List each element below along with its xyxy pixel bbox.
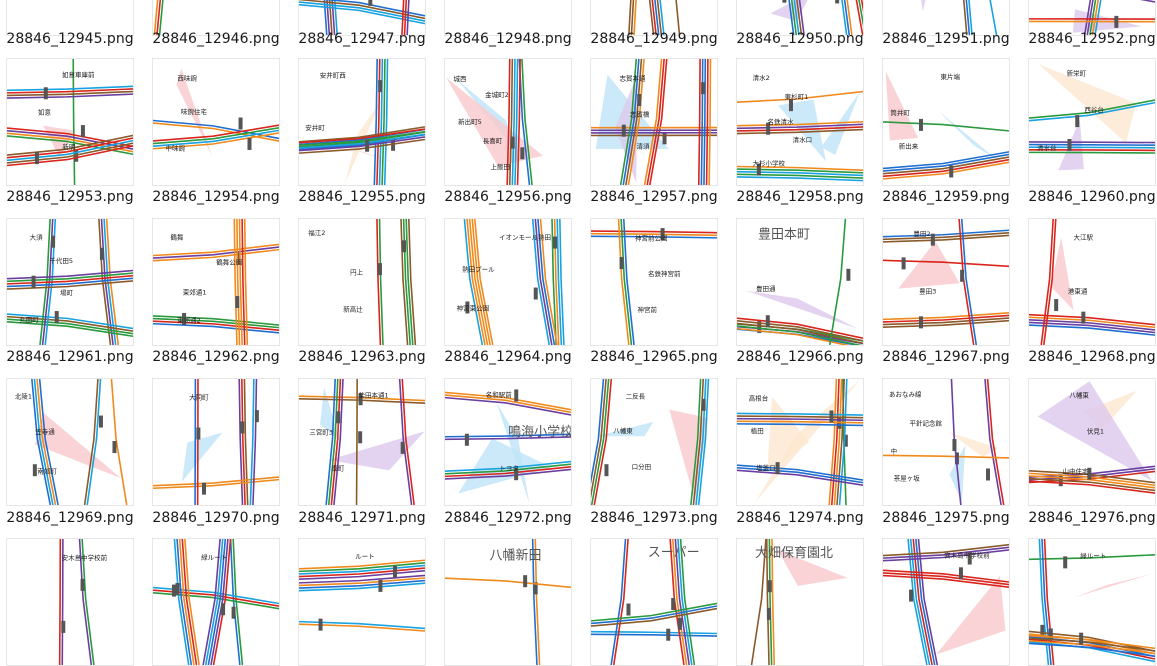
bus-stop-marker [1063,556,1067,568]
bus-stop-marker [909,590,913,602]
bus-stop-marker [768,580,772,592]
file-thumbnail[interactable]: 安木島中学校前 [6,538,134,666]
bus-stop-marker [1049,628,1053,640]
route-map-image: ルート [299,539,425,665]
file-thumbnail[interactable]: スーパー [590,538,718,666]
bus-stop-marker [959,567,963,579]
file-item[interactable]: 安木島中学校前 [876,0,1016,568]
bus-stop-marker [61,621,65,633]
route-line [591,634,717,636]
file-thumbnail[interactable]: 八幡新田 [444,538,572,666]
file-item[interactable]: 大畑保育園北 [730,0,870,568]
bus-stop-marker [221,603,225,615]
file-thumbnail[interactable]: 安木島中学校前 [882,538,1010,666]
file-item[interactable]: 緑ルート [146,0,286,568]
map-area [1074,574,1152,598]
map-label: 緑ルート [1080,551,1106,560]
bus-stop-marker [378,580,382,592]
bus-stop-marker [232,607,236,619]
map-label: 安木島中学校前 [62,553,108,562]
bus-stop-marker [666,629,670,641]
bus-stop-marker [523,575,527,587]
map-area [936,576,1005,655]
route-map-image: 緑ルート [1029,539,1155,665]
bus-stop-marker [678,618,682,630]
file-thumbnail[interactable]: 大畑保育園北 [736,538,864,666]
map-label: ルート [355,553,375,561]
route-map-image: 安木島中学校前 [7,539,133,665]
route-map-image: 安木島中学校前 [883,539,1009,665]
bus-stop-marker [767,608,771,620]
file-item[interactable]: 緑ルート [1022,0,1157,568]
route-line [60,539,61,665]
route-map-image: 大畑保育園北 [737,539,863,665]
bus-stop-marker [1079,633,1083,645]
route-map-image: 八幡新田 [445,539,571,665]
file-thumbnail[interactable]: ルート [298,538,426,666]
file-item[interactable]: 八幡新田 [438,0,578,568]
bus-stop-marker [626,604,630,616]
route-line [591,632,717,634]
route-line [445,578,571,587]
bus-stop-marker [671,598,675,610]
file-item[interactable]: ルート [292,0,432,568]
file-thumbnail[interactable]: 緑ルート [1028,538,1156,666]
map-label: 八幡新田 [490,547,542,563]
file-thumbnail[interactable]: 緑ルート [152,538,280,666]
file-item[interactable]: スーパー [584,0,724,568]
file-item[interactable]: 安木島中学校前 [0,0,140,568]
map-label: 大畑保育園北 [755,545,833,561]
bus-stop-marker [81,579,85,591]
map-label: スーパー [648,545,700,560]
bus-stop-marker [172,585,176,597]
map-label: 安木島中学校前 [944,550,990,559]
route-map-image: 緑ルート [153,539,279,665]
bus-stop-marker [319,619,323,631]
route-map-image: スーパー [591,539,717,665]
bus-stop-marker [175,583,179,595]
map-label: 緑ルート [201,552,227,561]
